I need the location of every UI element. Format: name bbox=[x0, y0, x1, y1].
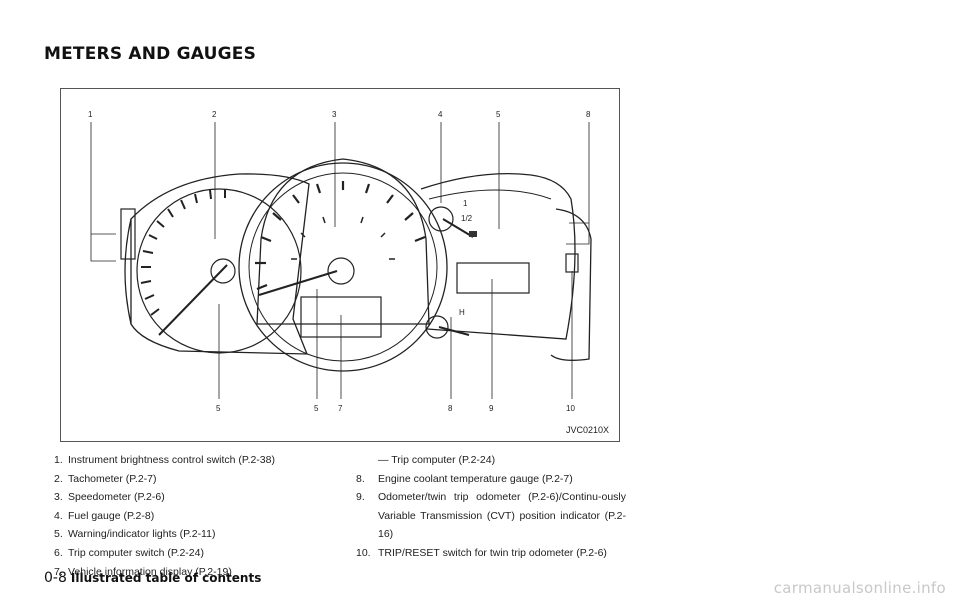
callout-top-3: 3 bbox=[332, 110, 337, 119]
fuel-pump-icon bbox=[469, 231, 477, 237]
speedometer-housing bbox=[256, 158, 430, 325]
callout-top-5: 5 bbox=[496, 110, 501, 119]
speedometer-dial bbox=[238, 162, 448, 372]
list-item: 5.Warning/indicator lights (P.2-11) bbox=[54, 528, 216, 541]
callout-bottom-6: 10 bbox=[566, 404, 575, 413]
fuel-full-mark: 1 bbox=[463, 199, 468, 208]
callout-bottom-3: 7 bbox=[338, 404, 343, 413]
fuel-gauge-pivot bbox=[428, 206, 454, 232]
trip-reset-switch bbox=[565, 253, 579, 273]
list-item: 1.Instrument brightness control switch (… bbox=[54, 454, 275, 466]
tachometer-housing bbox=[130, 173, 310, 355]
figure-code: JVC0210X bbox=[565, 425, 609, 435]
temp-hot-mark: H bbox=[459, 308, 465, 317]
list-item: 7.Vehicle information display (P.2-19) bbox=[54, 565, 232, 578]
watermark: carmanualsonline.info bbox=[773, 579, 946, 597]
callout-top-4: 4 bbox=[438, 110, 443, 119]
list-item-continuation: — Trip computer (P.2-24) bbox=[378, 454, 496, 466]
list-item: 3.Speedometer (P.2-6) bbox=[54, 491, 165, 504]
page-title: METERS AND GAUGES bbox=[44, 44, 257, 64]
callout-top-6: 8 bbox=[586, 110, 591, 119]
right-switch-housing bbox=[550, 208, 592, 361]
legend-list-right: — Trip computer (P.2-24) 8.Engine coolan… bbox=[356, 451, 626, 563]
list-item: 8.Engine coolant temperature gauge (P.2-… bbox=[356, 472, 573, 485]
instrument-cluster-illustration: 1 1/2 H 1 2 3 4 5 8 5 bbox=[88, 110, 592, 413]
callout-bottom-2: 5 bbox=[314, 404, 319, 413]
callout-bottom-4: 8 bbox=[448, 404, 453, 413]
temp-gauge-pivot bbox=[425, 315, 449, 339]
instrument-cluster-figure: 1 1/2 H 1 2 3 4 5 8 5 bbox=[60, 88, 620, 442]
list-item: 9.Odometer/twin trip odometer (P.2-6)/Co… bbox=[356, 491, 626, 541]
callout-top-1: 1 bbox=[88, 110, 93, 119]
callout-bottom-1: 5 bbox=[216, 404, 221, 413]
legend-list-left: 1.Instrument brightness control switch (… bbox=[54, 451, 344, 581]
callout-top-2: 2 bbox=[212, 110, 217, 119]
footer-section-title: Illustrated table of contents bbox=[70, 571, 262, 585]
right-gauge-housing bbox=[420, 173, 576, 340]
list-item: 10.TRIP/RESET switch for twin trip odome… bbox=[356, 546, 607, 559]
page-number: 0-8 bbox=[44, 570, 67, 586]
list-item: 6.Trip computer switch (P.2-24) bbox=[54, 546, 204, 559]
brightness-switch bbox=[120, 208, 136, 260]
list-item: 2.Tachometer (P.2-7) bbox=[54, 472, 157, 485]
fuel-half-mark: 1/2 bbox=[461, 214, 473, 223]
list-item: 4.Fuel gauge (P.2-8) bbox=[54, 509, 155, 522]
odometer-display bbox=[456, 262, 530, 294]
callout-bottom-5: 9 bbox=[489, 404, 494, 413]
